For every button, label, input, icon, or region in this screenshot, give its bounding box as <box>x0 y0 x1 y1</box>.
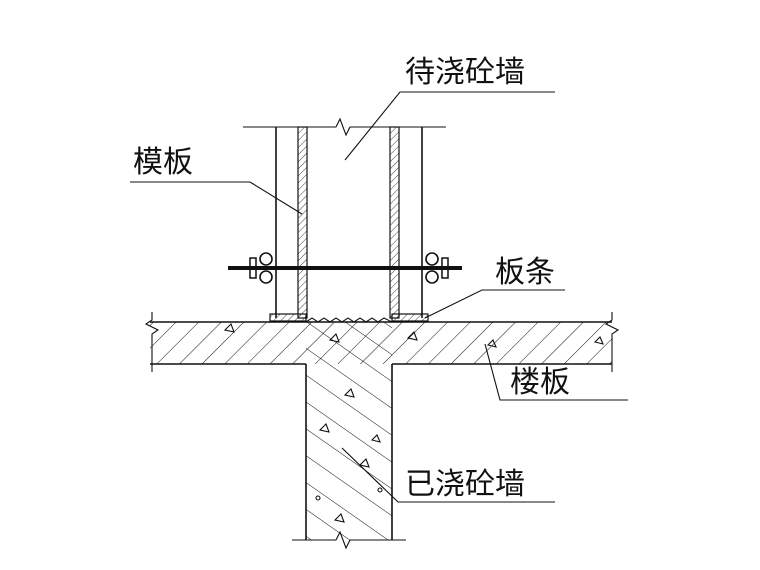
batten-label: 板条 <box>495 255 555 290</box>
pending-wall-label: 待浇砼墙 <box>405 55 525 90</box>
construction-joint <box>305 317 393 323</box>
cast-wall-label: 已浇砼墙 <box>405 467 525 502</box>
cast-wall <box>292 322 406 550</box>
leader-lines <box>130 91 628 503</box>
tie-bolt <box>228 252 462 284</box>
formwork-label: 模板 <box>133 145 193 180</box>
floor-slab-label: 楼板 <box>510 365 570 400</box>
pending-wall <box>243 117 446 322</box>
